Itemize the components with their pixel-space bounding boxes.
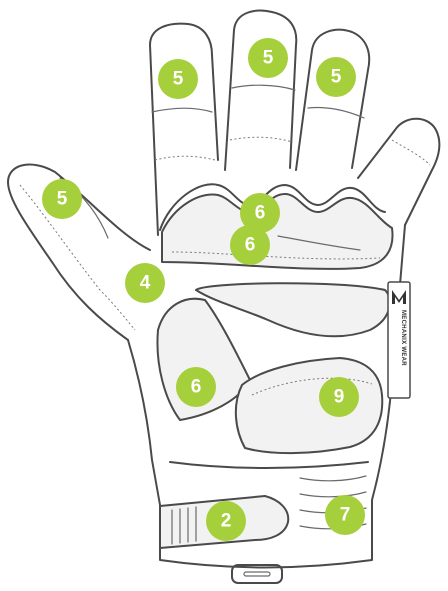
glove-heel-pad [236,358,382,453]
svg-text:6: 6 [245,235,256,256]
svg-text:6: 6 [191,377,202,398]
svg-text:5: 5 [173,69,184,90]
glove-little-seam [392,140,430,165]
svg-text:9: 9 [334,387,345,408]
glove-middle-finger [225,11,296,170]
glove-index-knuckle [152,108,212,112]
glove-index-seam [155,156,215,160]
callout-heel-pad: 9 [319,377,359,417]
glove-pull-loop-slot [244,572,270,576]
callout-wrist-closure: 2 [206,501,246,541]
glove-cuff-line-1 [300,476,366,481]
glove-cuff-line-2 [300,492,366,497]
callout-middle-fingertip: 5 [248,38,288,78]
svg-text:5: 5 [331,67,342,88]
glove-ring-knuckle [308,107,364,118]
glove-ring-finger [296,30,369,170]
callout-cuff: 7 [325,495,365,535]
svg-text:7: 7 [340,505,351,526]
callout-ring-fingertip: 5 [316,57,356,97]
glove-middle-knuckle [232,85,295,90]
svg-text:5: 5 [57,189,68,210]
brand-tag-text: MECHANIX WEAR [400,310,406,366]
brand-tag: MECHANIX WEAR [388,282,410,398]
callout-thenar-pad: 6 [176,367,216,407]
callout-thumb-crotch: 4 [125,263,165,303]
svg-text:2: 2 [221,511,232,532]
svg-text:5: 5 [263,48,274,69]
glove-illustration [8,11,439,583]
callout-index-fingertip: 5 [158,59,198,99]
svg-text:4: 4 [140,273,151,294]
glove-middle-seam [230,137,292,142]
glove-cuff-panel [170,462,368,468]
glove-mid-palm-pad [196,283,390,336]
callout-thumb-tip: 5 [42,179,82,219]
callout-mid-palm: 6 [230,225,270,265]
svg-text:6: 6 [255,203,266,224]
